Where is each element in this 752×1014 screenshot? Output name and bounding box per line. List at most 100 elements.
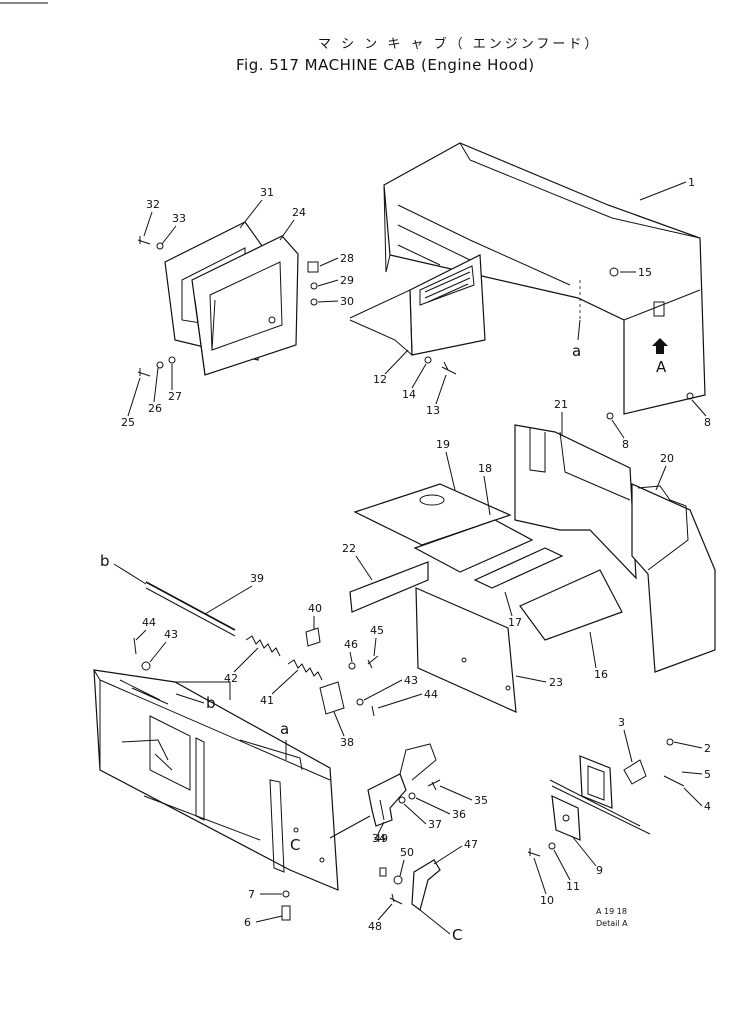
washer-33 (156, 242, 164, 250)
callout-43-left: 43 (164, 628, 178, 641)
pin-44-right (371, 705, 375, 717)
callout-14: 14 (402, 388, 416, 401)
washer-11 (548, 842, 556, 850)
callout-3: 3 (618, 716, 625, 729)
callout-33: 33 (172, 212, 186, 225)
callout-4: 4 (704, 800, 711, 813)
bolt-35 (427, 779, 441, 791)
title-japanese: マ シ ン キ ャ ブ（ エンジンフード） (318, 36, 600, 52)
callout-36: 36 (452, 808, 466, 821)
bolt-6 (281, 905, 291, 921)
nut-8-left (606, 412, 614, 420)
callout-10: 10 (540, 894, 554, 907)
callout-25: 25 (121, 416, 135, 429)
callout-20: 20 (660, 452, 674, 465)
callout-16: 16 (594, 668, 608, 681)
callout-34: 34 (372, 832, 386, 845)
bolt-10 (527, 848, 541, 857)
callout-7: 7 (248, 888, 255, 901)
callout-5: 5 (704, 768, 711, 781)
callout-2: 2 (704, 742, 711, 755)
callout-42: 42 (224, 672, 238, 685)
callout-17: 17 (508, 616, 522, 629)
callout-24: 24 (292, 206, 306, 219)
engine-hood (383, 142, 706, 415)
detail-caption: Detail A (596, 919, 628, 928)
spring-41 (287, 659, 323, 681)
callout-49: 49 (374, 832, 388, 845)
callout-6: 6 (244, 916, 251, 929)
washer-43-left (141, 661, 151, 671)
insulation-plate-18 (413, 519, 534, 573)
insulation-plate-19 (353, 483, 512, 546)
bolt-45 (367, 655, 379, 669)
bolt-25 (137, 368, 151, 377)
bolt-32 (137, 236, 151, 245)
insulation-plate-17 (473, 547, 564, 589)
callout-46: 46 (344, 638, 358, 651)
lever-47 (411, 859, 441, 912)
main-frame (93, 669, 339, 891)
ref-a-hood: a (572, 342, 581, 360)
callout-29: 29 (340, 274, 354, 287)
nut-15 (609, 267, 619, 277)
side-plate-20 (631, 483, 716, 673)
insulation-strip-22 (349, 561, 429, 613)
bolt-49 (379, 867, 387, 877)
callout-26: 26 (148, 402, 162, 415)
callout-48: 48 (368, 920, 382, 933)
callout-41: 41 (260, 694, 274, 707)
washer-29 (310, 282, 318, 290)
callout-15: 15 (638, 266, 652, 279)
callout-23: 23 (549, 676, 563, 689)
bracket-34 (367, 743, 437, 827)
callout-28: 28 (340, 252, 354, 265)
callout-12: 12 (373, 373, 387, 386)
callout-44-right: 44 (424, 688, 438, 701)
callout-19: 19 (436, 438, 450, 451)
washer-37 (398, 796, 406, 804)
ref-C-bracket: C (452, 926, 462, 944)
callout-27: 27 (168, 390, 182, 403)
pin-44-left (133, 637, 137, 655)
callout-32: 32 (146, 198, 160, 211)
washer-36 (408, 792, 416, 800)
callout-21: 21 (554, 398, 568, 411)
ref-A-view: A (656, 358, 667, 376)
bracket-38 (319, 681, 345, 715)
side-grille-panel (349, 254, 486, 357)
callout-13: 13 (426, 404, 440, 417)
nut-8-right (686, 392, 694, 400)
callout-9: 9 (596, 864, 603, 877)
washer-50 (393, 875, 403, 885)
spring-42 (245, 635, 281, 657)
callout-8-left: 8 (622, 438, 629, 451)
washer-46 (348, 662, 356, 670)
callout-22: 22 (342, 542, 356, 555)
washer-27 (168, 356, 176, 364)
insulation-plate-23 (415, 587, 517, 713)
callout-18: 18 (478, 462, 492, 475)
ref-C-frame: C (290, 836, 300, 854)
rod-39 (145, 581, 236, 631)
callout-1: 1 (688, 176, 695, 189)
ref-b-frame: b (206, 694, 216, 712)
bolt-28 (307, 261, 319, 273)
figure-title: Fig. 517 MACHINE CAB (Engine Hood) (236, 56, 535, 74)
callout-47: 47 (464, 838, 478, 851)
bolt-48 (389, 893, 403, 905)
view-arrow-icon (652, 338, 668, 354)
callout-35: 35 (474, 794, 488, 807)
insulation-plate-16 (519, 569, 623, 641)
callout-50: 50 (400, 846, 414, 859)
callout-45: 45 (370, 624, 384, 637)
callout-11: 11 (566, 880, 580, 893)
ref-b-rod: b (100, 552, 110, 570)
ref-a-frame: a (280, 720, 289, 738)
detail-a-assembly (549, 738, 685, 841)
washer-14 (424, 356, 432, 364)
callout-44-left: 44 (142, 616, 156, 629)
washer-43-right (356, 698, 364, 706)
callout-37: 37 (428, 818, 442, 831)
